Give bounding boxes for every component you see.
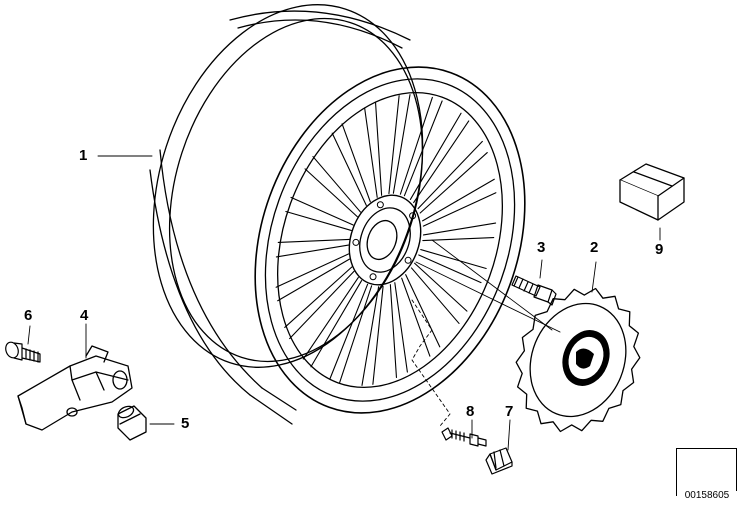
wheel-spoke bbox=[331, 123, 371, 206]
wheel-spoke bbox=[422, 222, 497, 242]
hub-cap-icon bbox=[515, 287, 641, 433]
valve-cap-icon bbox=[117, 405, 147, 441]
callout-8[interactable]: 8 bbox=[466, 403, 475, 420]
wheel-spoke bbox=[389, 282, 408, 379]
bolt-hole bbox=[404, 256, 412, 264]
callout-1[interactable]: 1 bbox=[79, 147, 88, 164]
nut-icon bbox=[485, 447, 513, 475]
valve-insert-icon bbox=[441, 427, 487, 447]
wheel-spoke bbox=[275, 253, 350, 302]
callout-7[interactable]: 7 bbox=[505, 403, 514, 420]
reference-frame bbox=[676, 448, 737, 496]
bolt-hole bbox=[376, 201, 384, 209]
wheel-spoke bbox=[410, 262, 468, 324]
wheel-spoke bbox=[304, 156, 362, 218]
wheel-bolt-icon bbox=[511, 275, 557, 306]
wheel-spoke bbox=[364, 101, 383, 198]
bolt-hole bbox=[369, 273, 377, 281]
wheel-spoke bbox=[417, 140, 488, 214]
wheel-spoke bbox=[399, 96, 443, 197]
callout-5[interactable]: 5 bbox=[181, 415, 190, 432]
wheel-spoke bbox=[361, 285, 384, 386]
wheel-spoke bbox=[388, 94, 411, 195]
wheel-spoke bbox=[285, 196, 354, 231]
reference-number: 00158605 bbox=[677, 491, 737, 501]
callout-4[interactable]: 4 bbox=[80, 307, 89, 324]
bolt-hole bbox=[352, 238, 360, 246]
callout-2[interactable]: 2 bbox=[590, 239, 599, 256]
wheel-spoke bbox=[422, 178, 497, 227]
wheel-spoke bbox=[302, 276, 363, 368]
wheel-spoke bbox=[409, 112, 470, 204]
wheel-spoke bbox=[329, 283, 373, 384]
repair-kit-box-icon bbox=[619, 163, 685, 221]
wheel-spoke bbox=[284, 266, 355, 340]
bolt-hole bbox=[409, 212, 417, 220]
tire-pressure-sensor-icon bbox=[17, 345, 133, 431]
alloy-wheel-icon bbox=[149, 4, 526, 425]
wheel-spoke bbox=[418, 249, 487, 284]
callout-6[interactable]: 6 bbox=[24, 307, 33, 324]
screw-icon bbox=[5, 341, 41, 363]
wheel-spoke bbox=[275, 238, 350, 258]
callout-3[interactable]: 3 bbox=[537, 239, 546, 256]
wheel-spoke bbox=[401, 274, 441, 357]
leader-lines bbox=[27, 155, 661, 451]
callout-9[interactable]: 9 bbox=[655, 241, 664, 258]
